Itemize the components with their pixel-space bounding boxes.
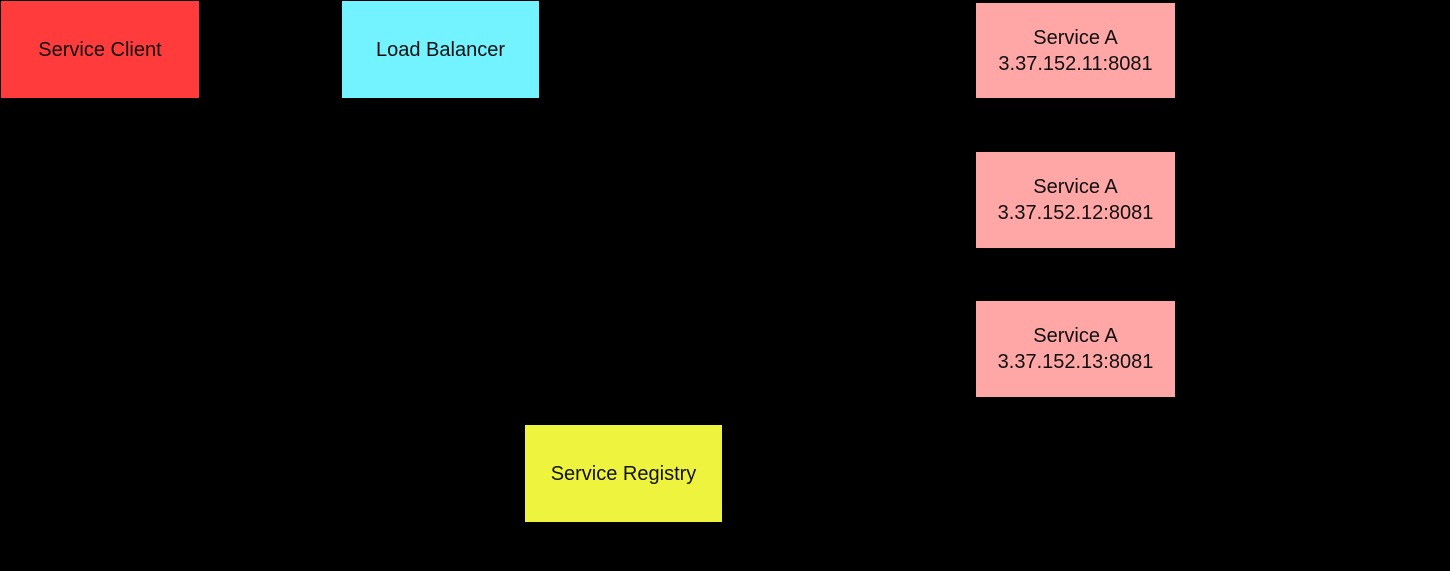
service-registry-label: Service Registry [550,462,697,485]
service-a-instance-2-node: Service A 3.37.152.12:8081 [976,152,1175,248]
load-balancer-node: Load Balancer [342,1,539,98]
service-a-instance-3-label: Service A [1033,325,1118,347]
load-balancer-label: Load Balancer [376,38,505,61]
service-a-instance-1-address: 3.37.152.11:8081 [998,52,1153,75]
service-a-instance-2-address: 3.37.152.12:8081 [997,202,1154,224]
service-a-instance-2-label: Service A [1033,176,1118,198]
service-a-instance-1-node: Service A 3.37.152.11:8081 [976,3,1175,98]
service-a-instance-1-label: Service A [1033,26,1118,49]
service-client-node: Service Client [1,1,199,98]
service-client-label: Service Client [38,38,162,61]
service-registry-node: Service Registry [525,425,722,522]
service-a-instance-3-node: Service A 3.37.152.13:8081 [976,301,1175,397]
service-a-instance-3-address: 3.37.152.13:8081 [997,351,1154,373]
